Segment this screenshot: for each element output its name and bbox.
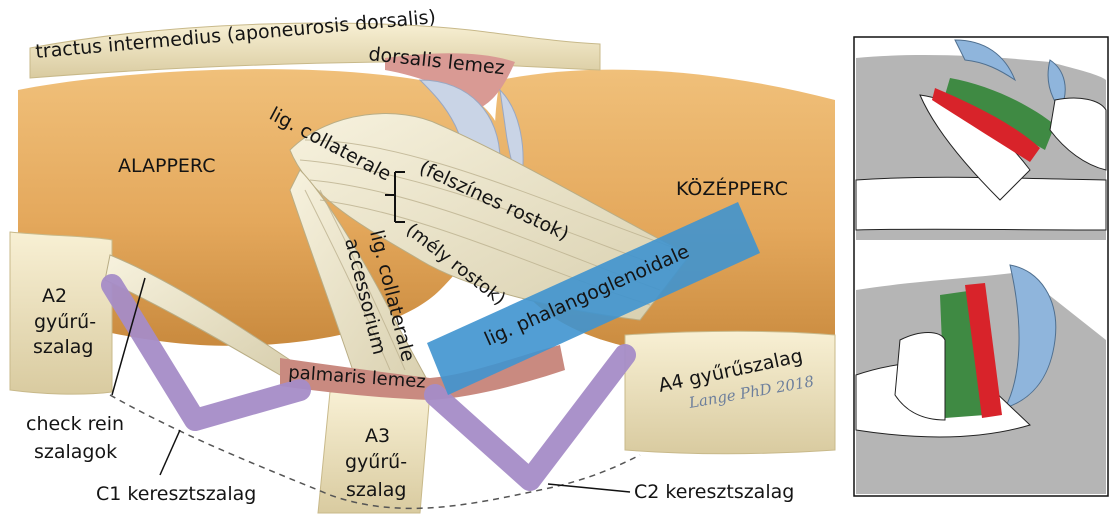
label-a3-line2: gyűrű-	[345, 451, 407, 473]
inset-upper-tendon	[856, 177, 1106, 230]
label-check-rein-2: szalagok	[34, 441, 117, 463]
inset-panels	[854, 37, 1108, 496]
label-check-rein-1: check rein	[26, 413, 124, 435]
label-c1: C1 keresztszalag	[96, 483, 256, 505]
c2-leader-line	[548, 484, 630, 492]
label-a3-line1: A3	[365, 425, 390, 447]
inset-upper-extended	[856, 40, 1106, 240]
label-c2: C2 keresztszalag	[634, 481, 794, 503]
label-a2-line2: gyűrű-	[34, 311, 96, 333]
c1-leader-line	[160, 430, 180, 475]
label-alapperc: ALAPPERC	[118, 155, 215, 177]
label-kozepperc: KÖZÉPPERC	[676, 177, 788, 200]
label-a2-line3: szalag	[33, 336, 94, 358]
label-a3-line3: szalag	[346, 479, 407, 501]
main-illustration	[10, 23, 835, 513]
label-a2-line1: A2	[42, 285, 67, 307]
